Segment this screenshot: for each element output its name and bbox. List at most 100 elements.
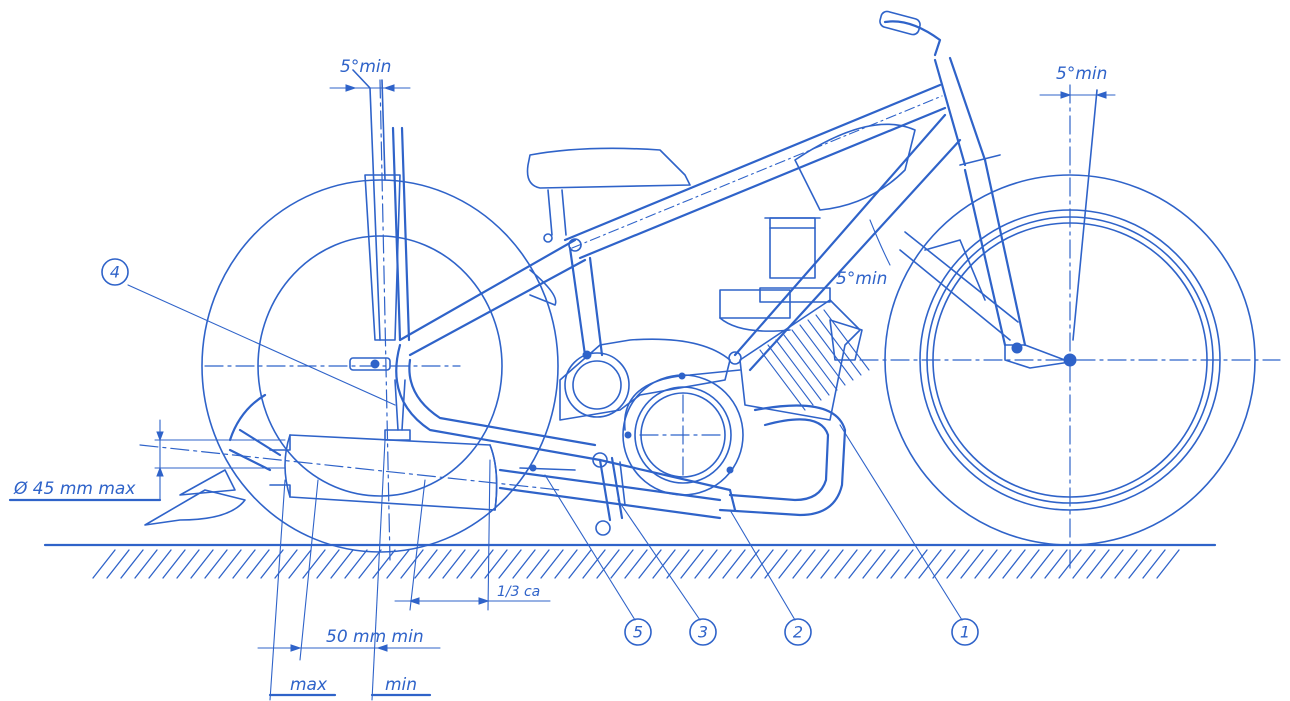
ground-hatch-line (764, 549, 788, 579)
ground-hatch-line (400, 549, 424, 579)
ground-hatch-line (330, 549, 354, 579)
ground-hatch-line (778, 549, 802, 579)
callouts: 4 5 3 2 1 (101, 258, 979, 646)
engine (622, 299, 870, 496)
ground-hatch-line (358, 549, 382, 579)
ground-hatch-line (596, 549, 620, 579)
fifty-min-label: 50 mm min (326, 627, 424, 647)
callout-4: 4 (101, 258, 129, 286)
ground-hatch-line (624, 549, 648, 579)
callout-leaders (127, 284, 963, 621)
ground (43, 543, 1217, 579)
ground-hatch-line (554, 549, 578, 579)
ground-hatch-line (456, 549, 480, 579)
ground-hatch-line (218, 549, 242, 579)
ground-hatch-line (932, 549, 956, 579)
cylinder-fin (807, 319, 854, 381)
dim-angle-rear: 5°min (329, 57, 411, 181)
ground-hatch-line (120, 549, 144, 579)
dim-diameter: Ø 45 mm max (8, 419, 286, 502)
svg-text:1: 1 (960, 623, 970, 642)
cylinder-fin (759, 349, 806, 411)
ground-hatch-line (162, 549, 186, 579)
cylinder-fin (775, 339, 822, 401)
ground-hatch-line (974, 549, 998, 579)
frame (395, 10, 1071, 520)
ground-hatch-line (736, 549, 760, 579)
cylinder-fin (791, 329, 838, 391)
ground-hatch-line (1156, 549, 1180, 579)
ground-hatch-line (372, 549, 396, 579)
footrest (519, 452, 626, 536)
ground-hatch-line (414, 549, 438, 579)
cylinder-fin (815, 314, 862, 376)
ground-hatch-line (1016, 549, 1040, 579)
ground-hatch-line (708, 549, 732, 579)
ground-hatch-line (288, 549, 312, 579)
ground-hatch-line (1086, 549, 1110, 579)
ground-hatch-line (1142, 549, 1166, 579)
ground-hatch-line (960, 549, 984, 579)
callout-3: 3 (689, 618, 717, 646)
ground-hatch-line (862, 549, 886, 579)
callout-2: 2 (784, 618, 812, 646)
ground-hatch-line (988, 549, 1012, 579)
ground-hatch-line (134, 549, 158, 579)
ground-hatch-line (526, 549, 550, 579)
ground-hatch-line (1044, 549, 1068, 579)
ground-hatch-line (246, 549, 270, 579)
cylinder-fin (767, 344, 814, 406)
ground-hatch-line (148, 549, 172, 579)
ground-hatch-line (568, 549, 592, 579)
ground-hatch-line (666, 549, 690, 579)
one-third-label: 1/3 ca (497, 584, 540, 600)
dim-angle-front: 5°min (1039, 64, 1116, 341)
ground-hatch-line (638, 549, 662, 579)
silencer (144, 393, 498, 526)
ground-hatch-line (582, 549, 606, 579)
ground-hatch-line (1100, 549, 1124, 579)
cylinder-fin (823, 309, 870, 371)
ground-hatch-line (610, 549, 634, 579)
ground-hatch-line (428, 549, 452, 579)
ground-hatch-line (904, 549, 928, 579)
ground-hatch-line (386, 549, 410, 579)
ground-hatch-line (722, 549, 746, 579)
dim-lengths: 50 mm min max min (257, 439, 441, 701)
ground-hatch-line (106, 549, 130, 579)
ground-hatch-line (820, 549, 844, 579)
ground-hatch-line (498, 549, 522, 579)
min-label: min (385, 675, 417, 695)
ground-hatch-line (652, 549, 676, 579)
cylinder-fin (783, 334, 830, 396)
ground-hatch-line (512, 549, 536, 579)
tank (794, 123, 916, 211)
svg-text:2: 2 (793, 623, 803, 642)
angle-frame-label: 5°min (836, 269, 887, 289)
ground-hatch-line (890, 549, 914, 579)
angle-front-label: 5°min (1056, 64, 1107, 84)
ground-hatch-line (190, 549, 214, 579)
ground-hatch-line (1072, 549, 1096, 579)
ground-hatch-line (316, 549, 340, 579)
ground-hatch-line (946, 549, 970, 579)
dim-angle-frame: 5°min (836, 219, 891, 289)
ground-hatch-line (834, 549, 858, 579)
ground-hatch-line (680, 549, 704, 579)
svg-text:3: 3 (698, 623, 708, 642)
max-label: max (290, 675, 328, 695)
ground-hatch-line (204, 549, 228, 579)
ground-hatch-line (92, 549, 116, 579)
ground-hatch-line (260, 549, 284, 579)
dim-one-third: 1/3 ca (394, 459, 551, 611)
ground-hatch-line (1114, 549, 1138, 579)
callout-1: 1 (951, 618, 979, 646)
ground-hatch-line (806, 549, 830, 579)
ground-hatch-line (232, 549, 256, 579)
rear-wheel (201, 179, 559, 553)
seat (526, 147, 691, 243)
ground-hatch-line (344, 549, 368, 579)
ground-hatch-line (176, 549, 200, 579)
ground-hatch-line (1128, 549, 1152, 579)
